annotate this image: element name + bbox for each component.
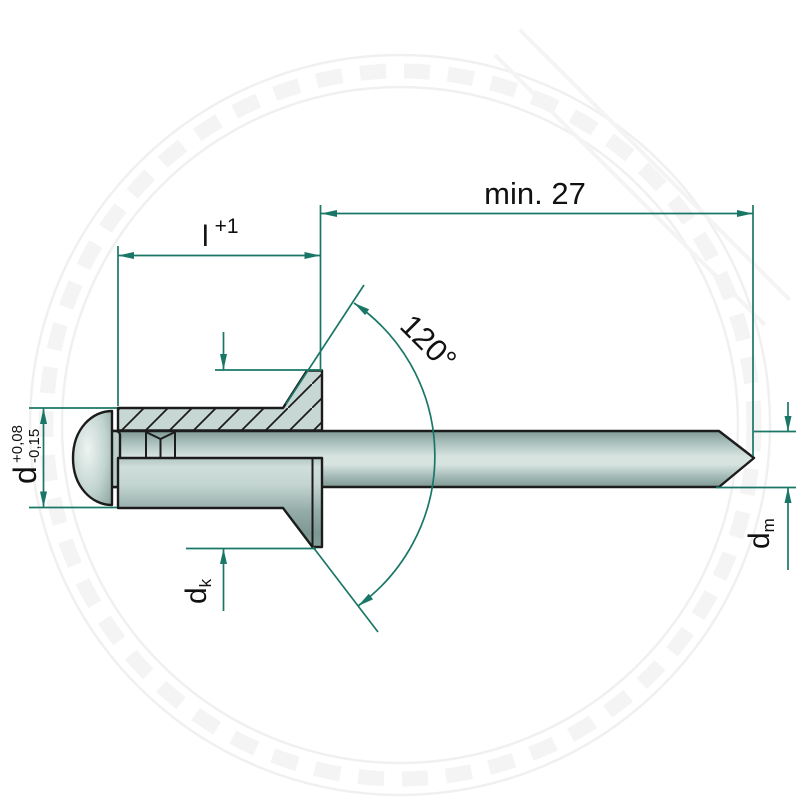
dimension-head-diameter: dk bbox=[180, 332, 322, 611]
sleeve-section-view bbox=[116, 369, 324, 432]
countersink-angle-label: 120° bbox=[393, 308, 463, 378]
watermark-seal bbox=[28, 28, 792, 797]
dimension-body-length: l+1 bbox=[117, 205, 322, 406]
rivet-body bbox=[71, 369, 756, 549]
dimension-mandrel-diameter: dm bbox=[716, 402, 796, 570]
head-diameter-label: dk bbox=[180, 578, 215, 604]
mandrel-diameter-label: dm bbox=[743, 518, 778, 549]
sleeve-exterior-view bbox=[116, 456, 324, 549]
dimension-body-diameter: d+0,08-0,15 bbox=[7, 407, 117, 509]
mandrel-protrusion-label: min. 27 bbox=[484, 176, 586, 211]
body-diameter-label: d+0,08-0,15 bbox=[7, 425, 43, 484]
body-length-label: l+1 bbox=[202, 215, 239, 253]
dome-head bbox=[71, 409, 114, 507]
mandrel-break-notch-icon bbox=[145, 431, 176, 458]
dimension-mandrel-protrusion: min. 27 bbox=[321, 176, 754, 456]
